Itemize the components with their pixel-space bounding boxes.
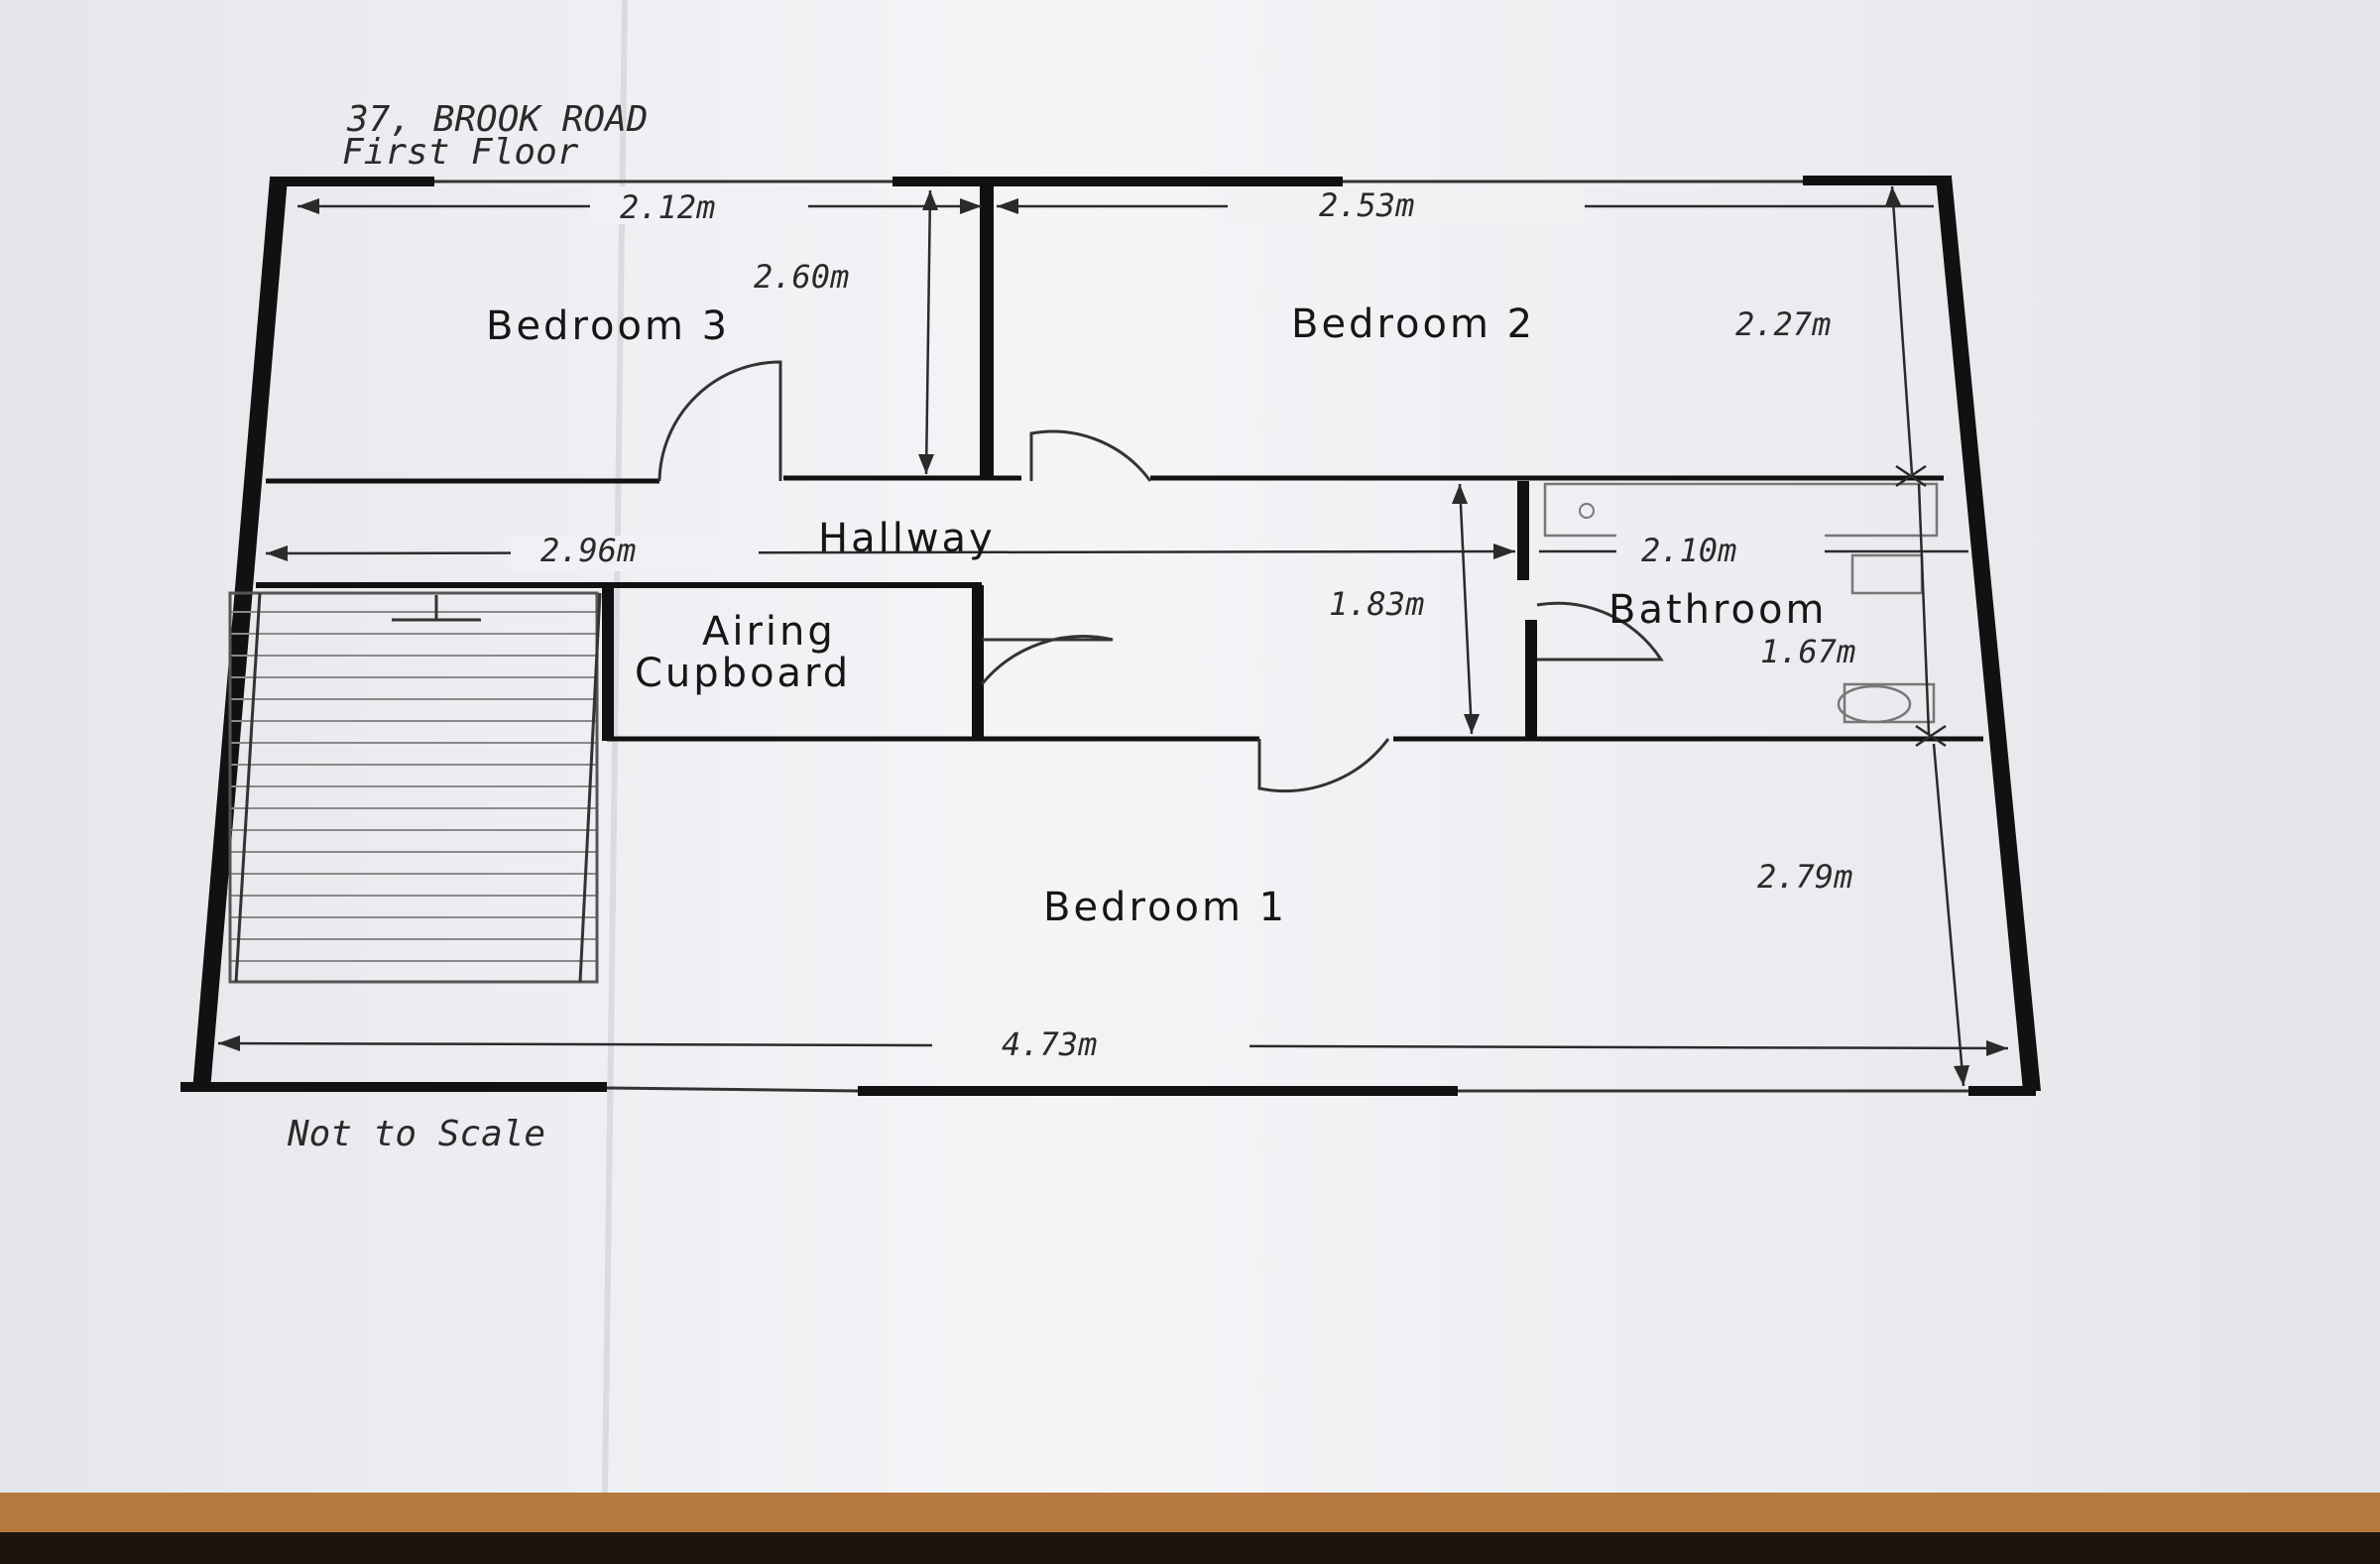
arrow-icon (997, 198, 1018, 214)
arrow-icon (298, 198, 319, 214)
room-label-bathroom: Bathroom (1608, 587, 1827, 633)
dim-bathroom-depth: 1.67m (1760, 633, 1855, 670)
wall-bathroom-upper (1517, 481, 1529, 580)
door-airing (980, 635, 1114, 685)
arrow-icon (960, 198, 982, 214)
wall-airing-left (602, 587, 614, 741)
outer-wall-bottom-left (180, 1082, 607, 1092)
stair-rail-right (578, 592, 602, 983)
arrow-icon (1986, 1040, 2008, 1056)
door-bedroom1 (1257, 738, 1390, 793)
toilet-icon (1843, 682, 1936, 724)
dim-bedroom3-depth: 2.60m (754, 258, 849, 296)
arrow-icon (918, 454, 934, 474)
toilet-bowl-icon (1837, 684, 1912, 724)
paper-fold (602, 0, 628, 1494)
dim-bedroom2-width: 2.53m (1319, 186, 1414, 224)
dim-line-bed1-depth (1932, 743, 1965, 1087)
door-bathroom (1536, 601, 1664, 662)
dim-cross-icon (1895, 464, 1927, 488)
dim-bathroom-width: 2.10m (1641, 532, 1736, 569)
dim-hallway-depth: 1.83m (1329, 585, 1424, 623)
dim-cross-icon (1915, 724, 1947, 748)
arrow-icon (218, 1035, 240, 1051)
address-label: 37, BROOK ROAD (346, 99, 648, 140)
arrow-icon (1885, 186, 1901, 206)
dim-bedroom1-width: 4.73m (1002, 1025, 1097, 1063)
dim-line-bed3-depth (924, 189, 932, 475)
arrow-icon (1464, 714, 1480, 734)
dim-line-hall-width (265, 549, 1516, 555)
window-bottom-left (606, 1086, 859, 1093)
room-label-bedroom2: Bedroom 2 (1291, 301, 1535, 347)
dim-line-bed2-depth (1890, 185, 1914, 475)
arrow-icon (1452, 484, 1468, 504)
stair-arrow-icon (392, 595, 481, 622)
table-edge (0, 1532, 2380, 1564)
room-label-hallway: Hallway (818, 516, 996, 561)
door-bedroom2 (1029, 429, 1152, 482)
room-label-bedroom1: Bedroom 1 (1043, 885, 1287, 930)
bath-plug-icon (1579, 503, 1595, 519)
outer-wall-bottom-mid (858, 1086, 1458, 1096)
dim-line-bath-depth (1917, 483, 1931, 735)
room-label-cupboard: Cupboard (635, 651, 851, 696)
room-label-bedroom3: Bedroom 3 (486, 303, 730, 349)
arrow-icon (1954, 1065, 1969, 1086)
arrow-icon (1493, 543, 1515, 559)
outer-wall-top-mid (892, 177, 1343, 186)
door-bedroom3 (657, 360, 782, 482)
dim-line-hall-depth (1458, 483, 1474, 735)
arrow-icon (922, 190, 938, 210)
stair-rail-left (234, 592, 262, 983)
wall-bed3-bed2 (980, 183, 994, 476)
dim-bedroom1-depth: 2.79m (1757, 858, 1852, 896)
room-label-airing: Airing (702, 609, 836, 655)
dim-bedroom2-depth: 2.27m (1735, 305, 1831, 343)
wall-airing-right (972, 585, 984, 739)
outer-wall-right (1936, 177, 2041, 1091)
outer-wall-top-left (270, 177, 434, 186)
wall-bathroom-lower (1525, 620, 1537, 739)
outer-wall-bottom-right (1968, 1086, 2036, 1096)
dim-bedroom3-width: 2.12m (620, 188, 715, 226)
staircase (228, 591, 599, 984)
floor-label: First Floor (342, 132, 579, 173)
dim-hallway-width: 2.96m (540, 532, 636, 569)
arrow-icon (266, 545, 288, 561)
outer-wall-top-right (1803, 176, 1952, 185)
not-to-scale-note: Not to Scale (287, 1114, 545, 1154)
